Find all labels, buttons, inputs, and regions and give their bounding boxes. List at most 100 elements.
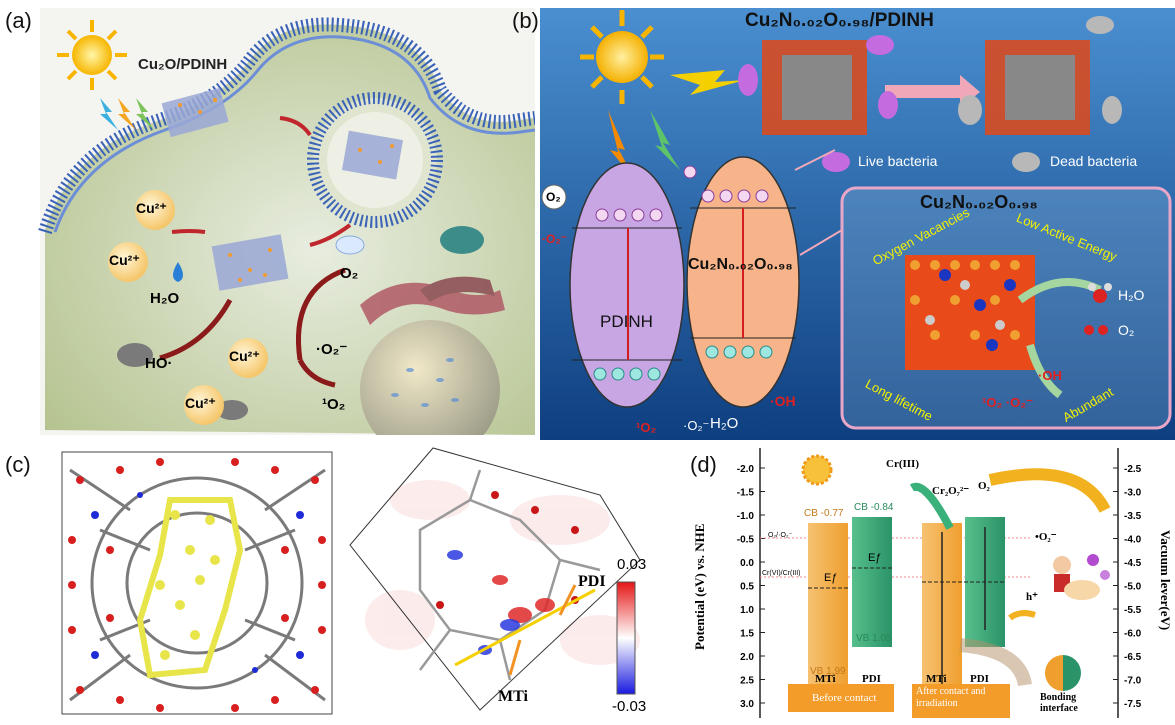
panel-d-diagram: -2.0-1.5-1.0-0.50.00.51.01.52.02.53.0 -2…	[737, 448, 1142, 718]
light-bolts	[100, 98, 154, 130]
o2-label: O₂	[546, 190, 561, 204]
cu-ion-label: Cu²⁺	[109, 252, 140, 268]
inset-o2-label: O₂	[1118, 322, 1135, 338]
left-tick-label: -1.0	[737, 511, 755, 522]
fermi-pdi-label: Eƒ	[868, 552, 882, 564]
panel-b-title: Cu₂N₀.₀₂O₀.₉₈/PDINH	[745, 10, 934, 31]
singlet-oxygen-label: ¹O₂	[636, 420, 657, 435]
color-bar-min: -0.03	[612, 698, 647, 715]
right-tick-label: -6.5	[1124, 652, 1142, 663]
panel-c-illustration	[61, 445, 670, 715]
pdi-band-bar	[852, 517, 892, 647]
panel-c: (c) PDI MTi 0.03 -0.03	[0, 440, 680, 720]
cr2o7-label: Cr₂O₇²⁻	[932, 485, 970, 497]
cr-reference-label: Cr(VI)/Cr(III)	[762, 570, 801, 577]
hole-label: h⁺	[1026, 591, 1038, 603]
o2-label: O₂	[978, 480, 990, 492]
nitrogen-atoms	[91, 492, 304, 673]
right-tick-label: -6.0	[1124, 629, 1142, 640]
sun-icon	[801, 454, 833, 486]
panel-b-illustration	[540, 8, 1175, 440]
after-contact-label: After contact and irradiation	[916, 686, 986, 709]
right-axis-ticks: -2.5-3.0-3.5-4.0-4.5-5.0-5.5-6.0-6.5-7.0…	[1113, 464, 1142, 710]
right-tick-label: -3.0	[1124, 488, 1142, 499]
panel-d-label: (d)	[690, 452, 717, 477]
cell-membrane-inner	[53, 35, 536, 233]
bonding-interface-icon	[1045, 655, 1081, 691]
inset-h2o-label: H₂O	[1118, 287, 1145, 303]
crystal-structure	[762, 40, 1090, 135]
live-bacteria-label: Live bacteria	[858, 153, 938, 169]
uptake-arrows	[171, 116, 352, 247]
right-tick-label: -4.0	[1124, 535, 1142, 546]
bonding-interface-label: Bonding interface	[1040, 692, 1078, 714]
cr3-label: Cr(III)	[886, 458, 919, 470]
oxygen-atoms	[68, 458, 326, 712]
o2-reference-label: O₂/·O₂⁻	[768, 532, 793, 539]
water-molecule-icon	[1088, 283, 1112, 303]
cb-mti-label: CB -0.77	[804, 508, 844, 519]
unit-cell-projection	[349, 447, 641, 711]
pdinh-label: PDINH	[600, 312, 653, 331]
superoxide-label: ·O₂⁻	[542, 232, 567, 246]
o2-molecule-icon	[1084, 325, 1108, 335]
left-tick-label: 2.0	[740, 652, 754, 663]
panel-a-illustration	[38, 8, 536, 460]
vb-pdi-label: VB 1.05	[856, 633, 892, 644]
superoxide-label: ·O₂⁻	[316, 341, 348, 358]
fermi-mti-label: Eƒ	[824, 572, 838, 584]
charge-accumulation	[492, 575, 555, 623]
inset-crystal	[905, 255, 1035, 370]
mof-framework	[69, 468, 326, 702]
cu-ions	[108, 190, 268, 425]
mitochondrion-icon	[117, 226, 484, 420]
pdi-pointer	[558, 584, 577, 616]
before-contact-box	[788, 684, 894, 712]
right-tick-label: -5.5	[1124, 605, 1142, 616]
left-tick-label: 0.0	[740, 558, 754, 569]
right-tick-label: -7.5	[1124, 699, 1142, 710]
electrons	[595, 165, 769, 222]
right-tick-label: -5.0	[1124, 582, 1142, 593]
left-tick-label: -0.5	[737, 535, 755, 546]
nucleus	[360, 320, 500, 460]
superoxide-label: •O₂⁻	[1035, 531, 1057, 543]
cu-ion-label: Cu²⁺	[136, 200, 167, 216]
left-tick-label: 0.5	[740, 582, 754, 593]
endoplasmic-reticulum	[360, 276, 505, 325]
left-tick-label: -2.0	[737, 464, 755, 475]
superoxide-bottom-label: ·O₂⁻	[683, 418, 710, 433]
sun-icon	[57, 20, 127, 90]
color-bar-max: 0.03	[617, 556, 647, 573]
cu-ion-label: Cu²⁺	[229, 348, 260, 364]
left-tick-label: 1.5	[740, 629, 754, 640]
right-tick-label: -2.5	[1124, 464, 1142, 475]
left-tick-label: -1.5	[737, 488, 755, 499]
panel-a-label: (a)	[5, 8, 32, 33]
pdi-molecule	[136, 497, 244, 679]
singlet-oxygen-label: ¹O₂	[322, 396, 346, 413]
pdi-x-label: PDI	[862, 673, 881, 685]
cr-reduction-arrow	[909, 482, 954, 530]
pdi-x-label-after: PDI	[970, 673, 989, 685]
dead-bacteria-icon	[958, 16, 1122, 172]
panel-c-label: (c)	[5, 452, 31, 477]
interface-line	[454, 588, 596, 667]
vb-mti-label: VB 1.99	[810, 666, 846, 677]
left-axis-label: Potential (eV) vs. NHE	[692, 523, 707, 650]
cb-pdi-label: CB -0.84	[854, 502, 894, 513]
hydroxyl-label: ·OH	[770, 393, 796, 409]
cell-membrane	[38, 17, 536, 235]
cu2n-label: Cu₂N₀.₀₂O₀.₉₈	[688, 256, 793, 273]
right-tick-label: -3.5	[1124, 511, 1142, 522]
mti-band-bar	[808, 523, 848, 708]
nanoparticles	[178, 98, 394, 282]
live-bacteria-icon	[738, 35, 898, 172]
o2-label: O₂	[340, 265, 359, 282]
mti-x-label-after: MTi	[926, 673, 947, 685]
kill-arrow	[885, 75, 980, 108]
water-drop-icon	[173, 262, 183, 282]
left-tick-label: 2.5	[740, 676, 754, 687]
mti-x-label: MTi	[815, 673, 836, 685]
